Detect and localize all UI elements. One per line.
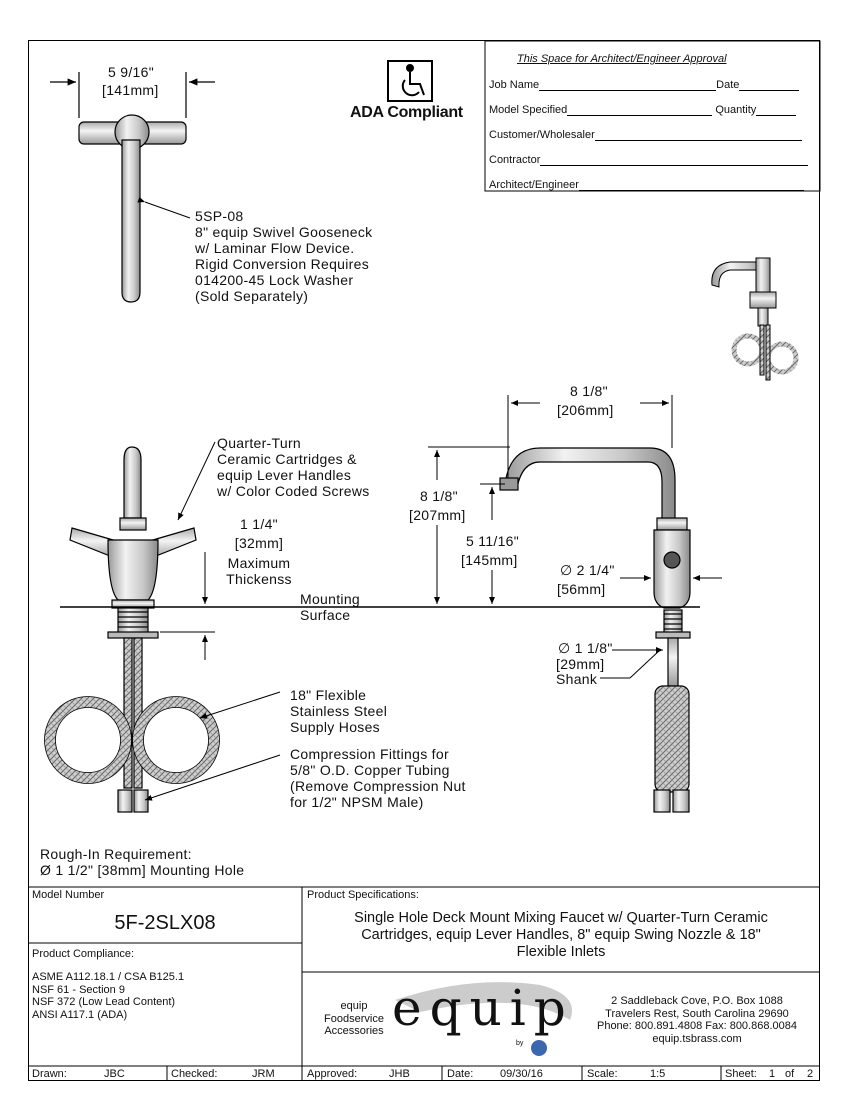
height-mm: [207mm]	[409, 507, 466, 523]
date-label: Date:	[447, 1068, 474, 1080]
scale-value: 1:5	[650, 1068, 666, 1080]
top-view	[50, 72, 215, 303]
fittings-callout: Compression Fittings for 5/8" O.D. Coppe…	[290, 746, 466, 810]
checked-value: JRM	[252, 1068, 275, 1080]
contractor-label: Contractor	[489, 154, 541, 166]
top-width-in: 5 9/16"	[108, 64, 154, 80]
mounting-surface-label: Mounting Surface	[300, 591, 360, 623]
architect-field[interactable]: Architect/Engineer	[489, 178, 804, 191]
contractor-field[interactable]: Contractor	[489, 153, 809, 166]
drawing-frame	[28, 40, 820, 1081]
compliance-list: ASME A112.18.1 / CSA B125.1 NSF 61 - Sec…	[32, 971, 185, 1021]
spout-mm: [145mm]	[461, 552, 518, 568]
base-in: ∅ 2 1/4"	[560, 562, 615, 578]
equip-logo: equip	[392, 979, 574, 1037]
cartridges-callout: Quarter-Turn Ceramic Cartridges & equip …	[217, 435, 370, 499]
date-label: Date	[716, 79, 740, 91]
compliance-label: Product Compliance:	[32, 948, 135, 960]
date-value: 09/30/16	[500, 1068, 543, 1080]
hoses-callout: 18" Flexible Stainless Steel Supply Hose…	[290, 687, 388, 735]
job-name-field[interactable]: Job Name Date	[489, 78, 800, 91]
drawn-label: Drawn:	[32, 1068, 67, 1080]
approval-title: This Space for Architect/Engineer Approv…	[517, 53, 727, 65]
wheelchair-icon	[387, 60, 433, 102]
shank-in: ∅ 1 1/8"	[558, 640, 613, 656]
approved-label: Approved:	[307, 1068, 358, 1080]
logo-by: by	[516, 1040, 524, 1047]
customer-label: Customer/Wholesaler	[489, 129, 595, 141]
front-view-faucet	[44, 446, 220, 813]
sheet-label: Sheet:	[725, 1068, 757, 1080]
shank-mm: [29mm]	[556, 656, 605, 672]
reach-mm: [206mm]	[557, 402, 614, 418]
brand-tagline: equip Foodservice Accessories	[324, 1000, 384, 1037]
sheet-total: 2	[807, 1068, 814, 1080]
gooseneck-callout: 5SP-08 8" equip Swivel Gooseneck w/ Lami…	[195, 208, 373, 304]
checked-label: Checked:	[171, 1068, 218, 1080]
company-address: 2 Saddleback Cove, P.O. Box 1088 Travele…	[596, 995, 797, 1045]
base-mm: [56mm]	[557, 581, 606, 597]
side-view-faucet	[499, 447, 691, 813]
rough-in-note: Rough-In Requirement: Ø 1 1/2" [38mm] Mo…	[40, 846, 245, 878]
logo-swoosh	[395, 982, 572, 1056]
model-specified-label: Model Specified	[489, 104, 568, 116]
model-number: 5F-2SLX08	[114, 912, 216, 934]
specs-label: Product Specifications:	[307, 889, 419, 901]
front-view-dimensions	[60, 441, 447, 801]
isometric-thumbnail	[711, 257, 799, 381]
model-specified-field[interactable]: Model Specified Quantity	[489, 103, 797, 116]
architect-label: Architect/Engineer	[489, 179, 579, 191]
specs-text: Single Hole Deck Mount Mixing Faucet w/ …	[354, 910, 768, 960]
model-number-label: Model Number	[32, 889, 105, 901]
shank-label: Shank	[556, 671, 598, 687]
sheet-value: 1	[769, 1068, 776, 1080]
side-view-dimensions	[428, 395, 722, 679]
thickness-callout: 1 1/4" [32mm] Maximum Thickenss	[226, 516, 292, 587]
approved-value: JHB	[389, 1068, 410, 1080]
reach-in: 8 1/8"	[570, 383, 608, 399]
ada-label: ADA Compliant	[350, 104, 463, 121]
scale-label: Scale:	[587, 1068, 618, 1080]
top-width-mm: [141mm]	[102, 82, 159, 98]
spout-in: 5 11/16"	[466, 533, 520, 549]
drawn-value: JBC	[104, 1068, 125, 1080]
quantity-label: Quantity	[715, 104, 757, 116]
height-in: 8 1/8"	[420, 488, 458, 504]
customer-field[interactable]: Customer/Wholesaler	[489, 128, 802, 141]
title-block-lines	[28, 40, 821, 1081]
sheet-of: of	[785, 1068, 795, 1080]
job-name-label: Job Name	[489, 79, 540, 91]
